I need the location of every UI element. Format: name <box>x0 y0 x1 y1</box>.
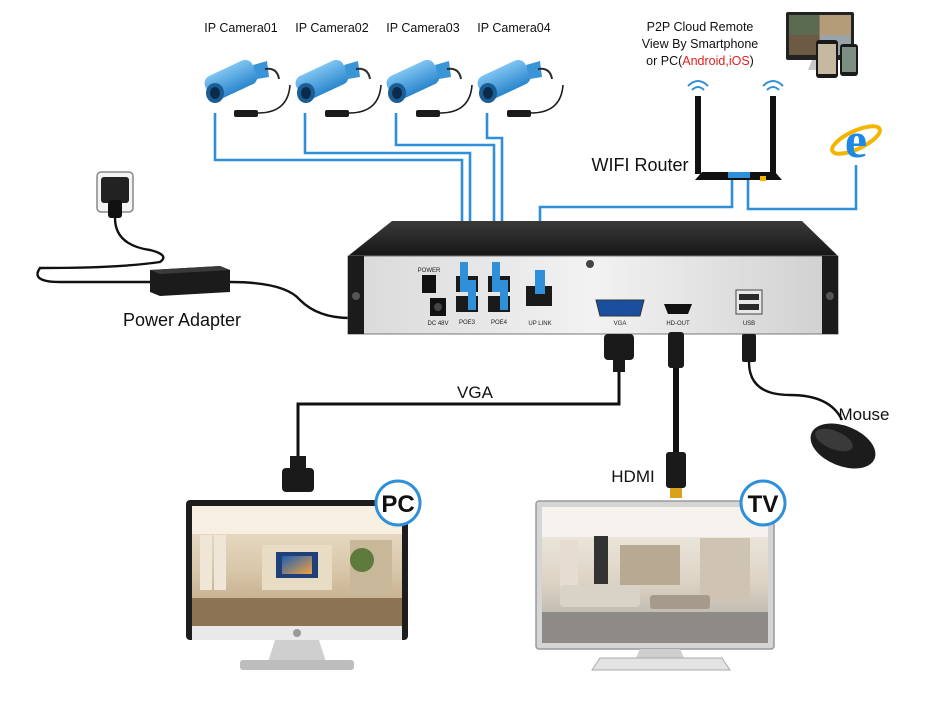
mouse-icon <box>810 423 876 469</box>
hdmi-port <box>664 304 692 314</box>
tv-badge-label: TV <box>748 491 779 518</box>
camera-label: IP Camera04 <box>477 21 550 35</box>
camera-group <box>204 59 553 103</box>
vga-port-label: VGA <box>614 321 627 327</box>
power-adapter-label: Power Adapter <box>123 310 241 330</box>
tv-monitor <box>535 500 775 671</box>
camera-connectors <box>234 110 531 117</box>
uplink-label: UP LINK <box>528 321 551 327</box>
usb-port <box>735 289 763 315</box>
usb-cable <box>742 334 844 421</box>
uplink-port <box>526 286 552 306</box>
dc-port-label: DC 48V <box>427 321 448 327</box>
camera-icon <box>295 59 371 103</box>
camera-label: IP Camera01 <box>204 21 277 35</box>
pc-monitor <box>186 500 408 670</box>
power-adapter-icon <box>150 266 230 296</box>
remote-devices-image <box>786 12 858 78</box>
nvr-device: POWER DC 48V POE3 POE4 UP LINK VGA HD-OU… <box>347 221 839 335</box>
camera-label: IP Camera03 <box>386 21 459 35</box>
usb-port-label: USB <box>743 321 755 327</box>
dc-cable <box>229 280 440 320</box>
poe-ports <box>456 262 510 312</box>
power-switch-label: POWER <box>418 268 441 274</box>
router-label: WIFI Router <box>591 155 688 175</box>
power-cord <box>36 217 165 284</box>
camera-label: IP Camera02 <box>295 21 368 35</box>
vga-cable-label: VGA <box>457 383 494 402</box>
poe3-label: POE3 <box>459 320 476 326</box>
ethernet-cables <box>213 113 858 262</box>
power-switch[interactable] <box>422 275 436 293</box>
pc-badge-label: PC <box>381 491 414 518</box>
camera-labels: IP Camera01 IP Camera02 IP Camera03 IP C… <box>204 21 550 35</box>
vga-cable <box>282 334 634 492</box>
cloud-remote-caption: P2P Cloud Remote View By Smartphone or P… <box>642 20 759 68</box>
camera-icon <box>386 59 462 103</box>
hdmi-cable <box>666 332 686 498</box>
camera-icon <box>204 59 280 103</box>
router-icon <box>687 80 784 181</box>
hdmi-port-label: HD-OUT <box>666 321 690 327</box>
hdmi-cable-label: HDMI <box>611 467 654 486</box>
camera-pigtails <box>257 84 564 114</box>
svg-text:e: e <box>845 112 867 168</box>
cloud-caption-line1: P2P Cloud Remote <box>647 20 754 34</box>
vga-port <box>595 299 645 317</box>
camera-icon <box>477 59 553 103</box>
wall-outlet-icon <box>96 171 134 218</box>
internet-explorer-icon: e <box>830 112 882 168</box>
tv-badge: TV <box>739 479 787 527</box>
cloud-caption-line2: View By Smartphone <box>642 37 759 51</box>
poe4-label: POE4 <box>491 320 508 326</box>
cloud-caption-line3: or PC(Android,iOS) <box>646 54 754 68</box>
mouse-label: Mouse <box>838 405 889 424</box>
pc-badge: PC <box>374 479 422 527</box>
